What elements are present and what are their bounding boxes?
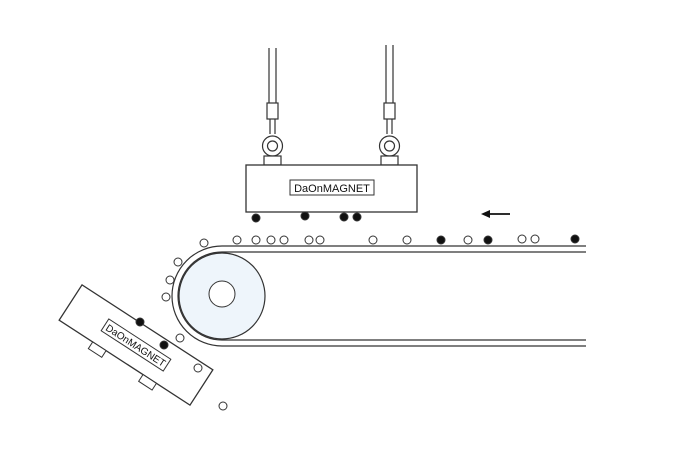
material-particle: [199, 238, 209, 248]
iron-particle: [251, 213, 261, 223]
iron-particle: [159, 340, 169, 350]
material-particle: [266, 235, 276, 245]
material-particle: [368, 235, 378, 245]
suspension-right: [378, 45, 401, 166]
conveyor-belt: [171, 245, 586, 347]
arrow-left-icon: [481, 210, 510, 218]
overhead-magnet: DaOnMAGNET: [245, 164, 418, 213]
iron-particle: [570, 234, 580, 244]
material-particle: [517, 234, 527, 244]
discharge-magnet: DaOnMAGNET: [58, 284, 214, 406]
material-particle: [402, 235, 412, 245]
particles: [135, 211, 580, 411]
head-pulley: [178, 252, 266, 340]
iron-particle: [436, 235, 446, 245]
material-particle: [175, 333, 185, 343]
iron-particle: [352, 212, 362, 222]
suspension-left: [261, 48, 284, 166]
iron-particle: [300, 211, 310, 221]
material-particle: [193, 363, 203, 373]
iron-particle: [483, 235, 493, 245]
material-particle: [315, 235, 325, 245]
material-particle: [251, 235, 261, 245]
material-particle: [463, 235, 473, 245]
material-particle: [173, 257, 183, 267]
iron-particle: [339, 212, 349, 222]
material-particle: [165, 275, 175, 285]
top-magnet-label: DaOnMAGNET: [294, 183, 370, 195]
material-particle: [304, 235, 314, 245]
material-particle: [232, 235, 242, 245]
material-particle: [530, 234, 540, 244]
material-particle: [218, 401, 228, 411]
material-particle: [161, 292, 171, 302]
iron-particle: [135, 317, 145, 327]
material-particle: [279, 235, 289, 245]
